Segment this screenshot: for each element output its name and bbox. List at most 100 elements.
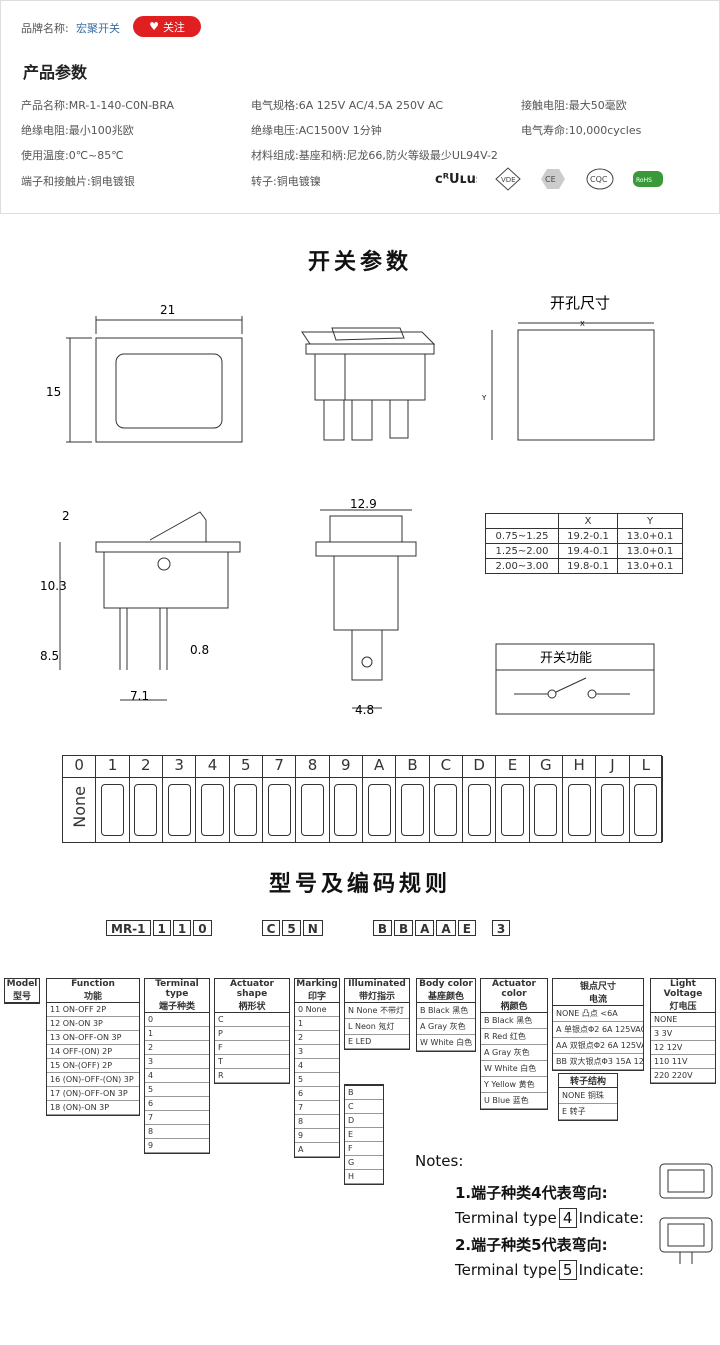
- marking-code: J: [596, 756, 629, 778]
- actuator-color-block-row: U Blue 蓝色: [481, 1093, 547, 1109]
- function-block-sub: 功能: [47, 989, 139, 1003]
- marking-none: None: [69, 786, 89, 828]
- marking-symbol-box: [134, 784, 158, 836]
- code-segment: 1: [152, 920, 171, 936]
- param-text: 产品名称:MR-1-140-C0N-BRA: [21, 99, 175, 112]
- cqc-logo-icon: CQC: [586, 168, 614, 190]
- marking-symbol-box: [400, 784, 425, 836]
- actuator-color-block-row: A Gray 灰色: [481, 1045, 547, 1061]
- illuminated-block-row: N None 不带灯: [345, 1003, 409, 1019]
- follow-button[interactable]: ♥关注: [133, 16, 201, 37]
- dimension-drawings: 21 15 开孔尺寸 X Y 2 10.3 8.5 0.8 7.1 12.9 4…: [40, 294, 655, 717]
- function-block-row: 18 (ON)-ON 3P: [47, 1101, 139, 1115]
- svg-text:CQC: CQC: [590, 175, 608, 184]
- param-text: 绝缘电阻:最小100兆欧: [21, 124, 134, 137]
- body-color-block-sub: 基座颜色: [417, 989, 475, 1003]
- marking-code: 9: [329, 756, 362, 778]
- model-block-sub: 型号: [5, 989, 39, 1003]
- function-block-row: 15 ON-(OFF) 2P: [47, 1059, 139, 1073]
- hole-table-cell: 1.25~2.00: [484, 543, 560, 559]
- terminal-block-row: 7: [145, 1111, 209, 1125]
- marking-code: 3: [163, 756, 196, 778]
- marking-symbol-box: [534, 784, 558, 836]
- terminal-block-row: 3: [145, 1055, 209, 1069]
- marking-cell: 2: [129, 756, 163, 842]
- marking-cell: 9: [329, 756, 363, 842]
- function-block-row: 13 ON-OFF-ON 3P: [47, 1031, 139, 1045]
- note-2: 2.端子种类5代表弯向:: [455, 1236, 608, 1254]
- param-text: 电气规格:6A 125V AC/4.5A 250V AC: [251, 99, 444, 112]
- hole-table-cell: 0.75~1.25: [484, 528, 560, 544]
- code-segment: MR-1: [106, 920, 151, 936]
- cert-logos: cᴿUʟus VDE CE CQC RoHS: [433, 167, 663, 191]
- actuator-block-row: R: [215, 1069, 289, 1083]
- body-color-block-title: Body color: [419, 979, 473, 989]
- light-voltage-block-row: 3 3V: [651, 1027, 715, 1041]
- function-block-title: Function: [71, 979, 115, 989]
- param-text: 使用温度:0℃~85℃: [21, 149, 124, 162]
- dim-y: Y: [481, 394, 487, 402]
- light-voltage-block-title: Light Voltage: [663, 979, 703, 999]
- marking-cell: E: [496, 756, 530, 842]
- dim-0-8: 0.8: [190, 643, 209, 657]
- marking-cell: 4: [196, 756, 230, 842]
- hole-table-cell: 13.0+0.1: [616, 543, 684, 559]
- dim-10-3: 10.3: [40, 579, 67, 593]
- code-segment: B: [393, 920, 414, 936]
- dim-7-1: 7.1: [130, 689, 149, 703]
- marking-block-row: 2: [295, 1031, 339, 1045]
- illuminated-block-sub: 带灯指示: [345, 989, 409, 1003]
- illuminated-block-row: E LED: [345, 1035, 409, 1049]
- section-code-rules-title: 型号及编码规则: [268, 872, 451, 897]
- marking-symbol-box: [300, 784, 325, 836]
- marking-symbol-box: [500, 784, 525, 836]
- marking-code: G: [529, 756, 562, 778]
- function-block-row: 16 (ON)-OFF-(ON) 3P: [47, 1073, 139, 1087]
- marking-right-block-row: F: [345, 1142, 383, 1156]
- terminal-block-row: 9: [145, 1139, 209, 1153]
- marking-cell: H: [563, 756, 597, 842]
- rotor-block-row: NONE 铜珠: [559, 1088, 617, 1104]
- hole-table-header: Y: [616, 513, 684, 529]
- marking-code: E: [496, 756, 529, 778]
- product-params-card: 品牌名称: 宏聚开关 ♥关注 产品参数 产品名称:MR-1-140-C0N-BR…: [0, 0, 720, 214]
- body-color-block-row: B Black 黑色: [417, 1003, 475, 1019]
- light-voltage-block-row: 12 12V: [651, 1041, 715, 1055]
- marking-code: 8: [296, 756, 329, 778]
- code-segment: N: [302, 920, 323, 936]
- terminal-block-sub: 端子种类: [145, 999, 209, 1013]
- marking-symbol-box: [167, 784, 191, 836]
- terminal-block-row: 1: [145, 1027, 209, 1041]
- marking-block-row: 6: [295, 1087, 339, 1101]
- ce-logo-icon: CE: [541, 169, 565, 189]
- marking-code: A: [363, 756, 396, 778]
- actuator-block-sub: 柄形状: [215, 999, 289, 1013]
- marking-block-row: 3: [295, 1045, 339, 1059]
- cul-us-logo-icon: cᴿUʟus: [435, 172, 477, 187]
- hole-table-cell: 19.8-0.1: [558, 558, 618, 574]
- code-segment: A: [436, 920, 456, 936]
- marking-cell: D: [463, 756, 497, 842]
- hole-table-cell: 19.4-0.1: [558, 543, 618, 559]
- marking-cell: L: [629, 756, 663, 842]
- brand-name-link[interactable]: 宏聚开关: [76, 22, 120, 35]
- rotor-block-title: 转子结构: [569, 1077, 606, 1087]
- marking-cell: 8: [296, 756, 330, 842]
- light-voltage-block-row: 220 220V: [651, 1069, 715, 1083]
- hole-table-header: X: [558, 513, 618, 529]
- marking-block-row: 8: [295, 1115, 339, 1129]
- marking-cell: G: [529, 756, 563, 842]
